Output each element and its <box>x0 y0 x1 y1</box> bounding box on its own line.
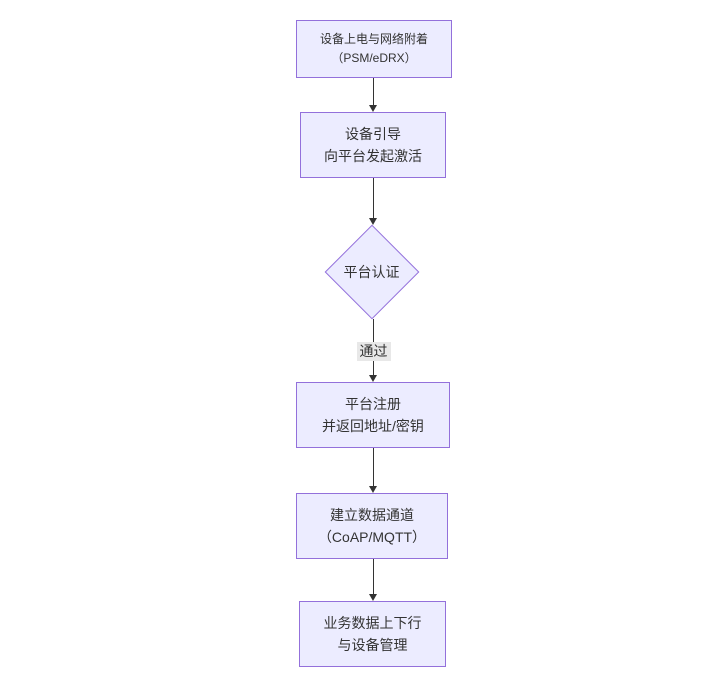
node-text-line: 平台认证 <box>343 264 400 280</box>
arrow-a-to-b <box>369 78 378 112</box>
node-text-line: 并返回地址/密钥 <box>322 418 424 434</box>
flow-node-platform-register: 平台注册 并返回地址/密钥 <box>296 382 450 448</box>
node-text-line: 平台注册 <box>345 396 401 412</box>
arrow-c-to-d: 通过 <box>356 319 391 382</box>
node-text-line: 设备上电与网络附着 <box>319 32 428 46</box>
node-text-line: 向平台发起激活 <box>324 148 422 164</box>
flow-node-data-channel: 建立数据通道 （CoAP/MQTT） <box>296 493 448 559</box>
arrow-e-to-f <box>369 559 378 601</box>
flow-node-platform-auth-decision: 平台认证 <box>322 224 421 320</box>
arrowhead-down-icon <box>369 105 377 112</box>
arrowhead-down-icon <box>369 218 377 225</box>
flow-node-device-bootstrap: 设备引导 向平台发起激活 <box>300 112 446 178</box>
node-text-line: 建立数据通道 <box>330 507 414 523</box>
node-text-line: （PSM/eDRX） <box>331 51 417 65</box>
arrow-line <box>373 448 374 488</box>
arrow-d-to-e <box>369 448 378 493</box>
arrow-b-to-c <box>369 178 378 225</box>
node-text-line: 与设备管理 <box>337 637 408 653</box>
node-text-line: 业务数据上下行 <box>323 615 422 631</box>
flow-node-power-network-attach: 设备上电与网络附着 （PSM/eDRX） <box>296 20 452 78</box>
arrowhead-down-icon <box>369 486 377 493</box>
flow-node-business-data-mgmt: 业务数据上下行 与设备管理 <box>299 601 446 667</box>
arrowhead-down-icon <box>369 594 377 601</box>
node-text-line: 设备引导 <box>345 126 401 142</box>
node-text-line: （CoAP/MQTT） <box>317 529 427 545</box>
arrowhead-down-icon <box>369 375 377 382</box>
arrow-line <box>373 178 374 220</box>
arrow-line <box>373 559 374 596</box>
arrow-line <box>373 78 374 107</box>
edge-label-pass: 通过 <box>356 342 391 361</box>
